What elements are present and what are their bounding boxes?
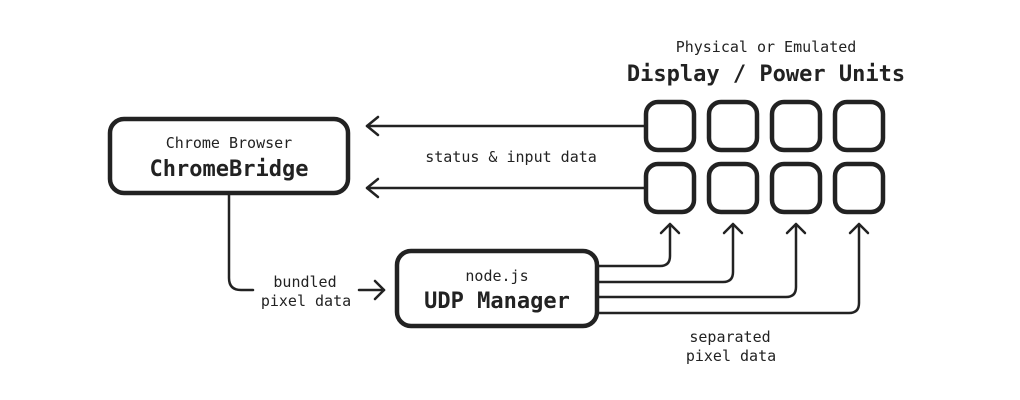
chromebridge-node: Chrome Browser ChromeBridge (107, 116, 351, 196)
unit-box (832, 161, 886, 215)
separated-line-1 (597, 223, 672, 268)
bundled-label-line2: pixel data (261, 292, 351, 310)
arrow-head-up-icon (785, 222, 807, 235)
unit-grid (643, 99, 886, 215)
arrow-head-up-icon (659, 222, 681, 235)
arrow-head-up-icon (722, 222, 744, 235)
arrow-head-right-icon (373, 279, 386, 301)
bundled-connector (227, 193, 386, 301)
separated-label-line1: separated (689, 328, 770, 346)
unit-box (832, 99, 886, 153)
separated-line-2 (597, 223, 735, 284)
bundled-line (227, 193, 255, 292)
unit-box (643, 161, 697, 215)
status-input-label: status & input data (425, 148, 597, 166)
chromebridge-title: ChromeBridge (150, 157, 309, 182)
unit-box (769, 99, 823, 153)
udp-manager-node: node.js UDP Manager (394, 248, 600, 329)
arrow-head-left-icon (365, 177, 380, 199)
unit-box (706, 161, 760, 215)
udp-manager-subtitle: node.js (465, 267, 528, 285)
units-subtitle: Physical or Emulated (676, 38, 857, 56)
unit-box (706, 99, 760, 153)
separated-line-3 (597, 223, 798, 299)
unit-box (769, 161, 823, 215)
units-title: Display / Power Units (627, 62, 905, 87)
udp-manager-title: UDP Manager (424, 289, 570, 314)
separated-connectors (597, 222, 870, 315)
arrow-head-up-icon (848, 222, 870, 235)
chromebridge-subtitle: Chrome Browser (166, 134, 292, 152)
unit-box (643, 99, 697, 153)
arrow-head-left-icon (365, 115, 380, 137)
separated-line-4 (597, 223, 861, 315)
separated-label-line2: pixel data (686, 347, 776, 365)
status-arrows (365, 115, 646, 199)
bundled-label-line1: bundled (273, 273, 336, 291)
